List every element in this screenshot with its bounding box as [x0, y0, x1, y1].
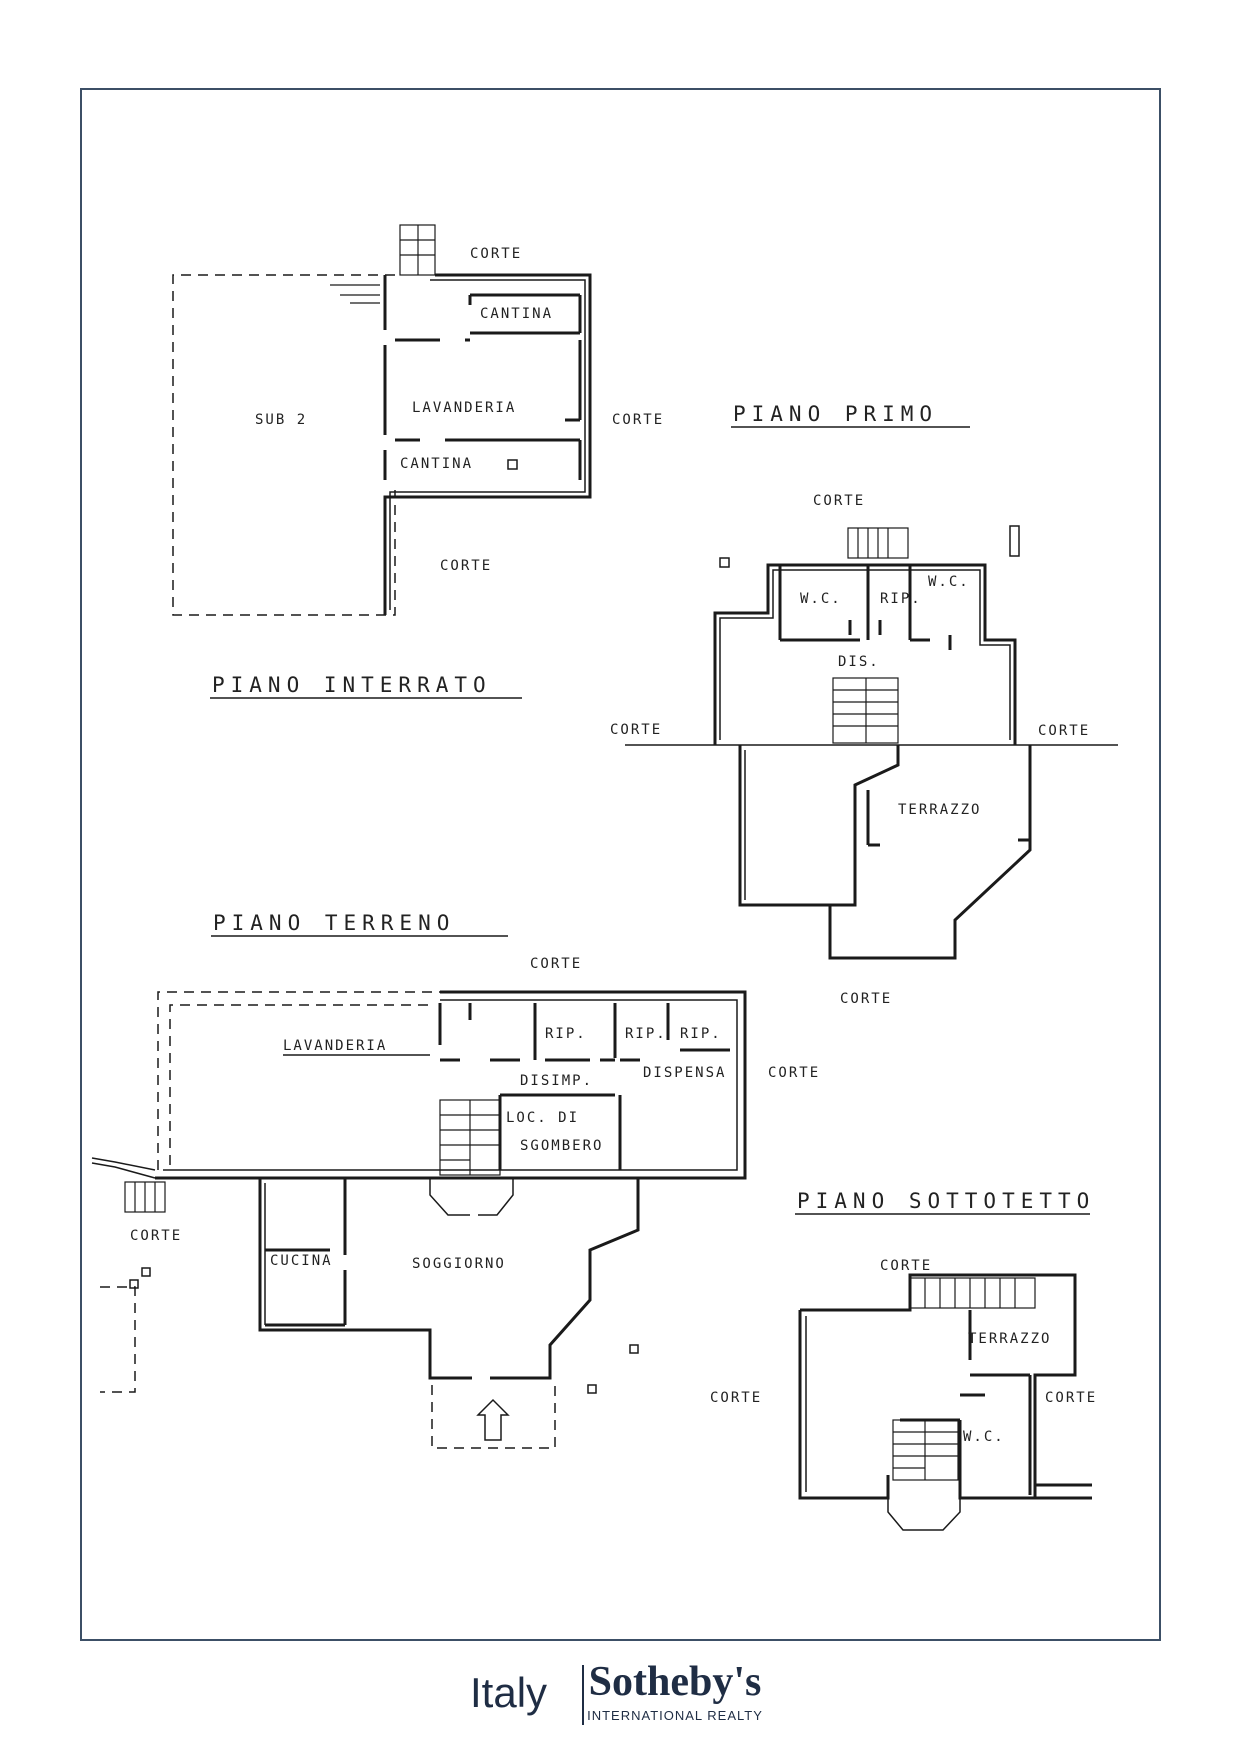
label-primo-terrazzo: TERRAZZO — [898, 802, 981, 818]
label-primo-corte-bottom: CORTE — [840, 991, 892, 1007]
title-piano-sottotetto: PIANO SOTTOTETTO — [797, 1189, 1095, 1213]
label-interrato-corte-top: CORTE — [470, 246, 522, 262]
brand-name: Sotheby's — [588, 1659, 762, 1705]
label-terreno-dispensa: DISPENSA — [643, 1065, 726, 1081]
label-primo-corte-left: CORTE — [610, 722, 662, 738]
label-terreno-corte-left: CORTE — [130, 1228, 182, 1244]
label-primo-dis: DIS. — [838, 654, 880, 670]
drawing-frame — [80, 88, 1161, 1641]
label-sottotetto-wc: W.C. — [963, 1429, 1005, 1445]
brand-country: Italy — [470, 1669, 548, 1716]
label-terreno-rip-1: RIP. — [545, 1026, 587, 1042]
plan-primo: PIANO PRIMO — [610, 402, 1118, 1007]
title-piano-primo: PIANO PRIMO — [733, 402, 938, 426]
label-sottotetto-corte-left: CORTE — [710, 1390, 762, 1406]
label-terreno-corte-top: CORTE — [530, 956, 582, 972]
plan-interrato: CORTE CANTINA LAVANDERIA SUB 2 CORTE CAN… — [172, 224, 664, 699]
label-terreno-cucina: CUCINA — [270, 1253, 333, 1269]
label-interrato-sub2: SUB 2 — [255, 412, 307, 428]
label-sottotetto-corte-top: CORTE — [880, 1258, 932, 1274]
label-primo-rip: RIP. — [880, 591, 922, 607]
title-piano-terreno: PIANO TERRENO — [213, 911, 455, 935]
label-terreno-disimp: DISIMP. — [520, 1073, 593, 1089]
label-terreno-rip-2: RIP. — [625, 1026, 667, 1042]
brand-subtitle: INTERNATIONAL REALTY — [587, 1708, 763, 1723]
label-primo-wc-right: W.C. — [928, 574, 970, 590]
label-terreno-rip-3: RIP. — [680, 1026, 722, 1042]
label-terreno-soggiorno: SOGGIORNO — [412, 1256, 506, 1272]
label-interrato-lavanderia: LAVANDERIA — [412, 400, 516, 416]
label-interrato-cantina-2: CANTINA — [400, 456, 473, 472]
label-terreno-loc-2: SGOMBERO — [520, 1138, 603, 1154]
plan-sottotetto: PIANO SOTTOTETTO CORTE — [710, 1189, 1097, 1531]
label-terreno-lavanderia: LAVANDERIA — [283, 1038, 387, 1054]
label-terreno-corte-right: CORTE — [768, 1065, 820, 1081]
footer-logo: Italy Sotheby's INTERNATIONAL REALTY — [0, 1655, 1241, 1735]
label-terreno-loc-1: LOC. DI — [506, 1110, 579, 1126]
label-primo-corte-right: CORTE — [1038, 723, 1090, 739]
label-sottotetto-terrazzo: TERRAZZO — [968, 1331, 1051, 1347]
label-interrato-cantina-1: CANTINA — [480, 306, 553, 322]
label-primo-corte-top: CORTE — [813, 493, 865, 509]
title-piano-interrato: PIANO INTERRATO — [212, 673, 492, 697]
label-interrato-corte-bottom: CORTE — [440, 558, 492, 574]
brand-divider — [582, 1665, 584, 1725]
label-interrato-corte-right: CORTE — [612, 412, 664, 428]
label-primo-wc-left: W.C. — [800, 591, 842, 607]
plan-terreno: PIANO TERRENO CORTE — [91, 911, 820, 1449]
label-sottotetto-corte-right: CORTE — [1045, 1390, 1097, 1406]
